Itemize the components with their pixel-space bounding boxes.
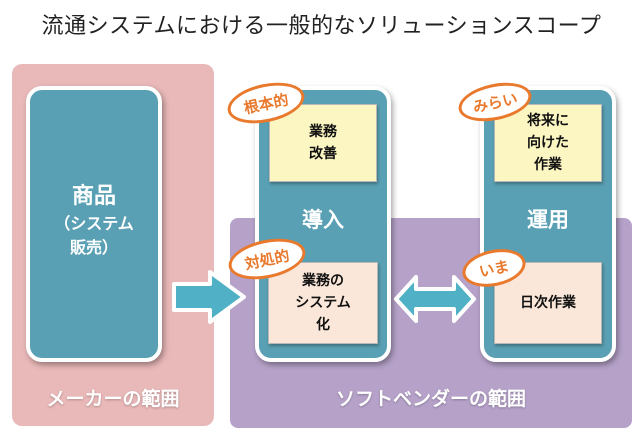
intro-top-note-line2: 改善 xyxy=(309,146,337,162)
intro-bottom-note-line2: システム xyxy=(295,295,351,311)
diagram-title: 流通システムにおける一般的なソリューションスコープ xyxy=(41,14,602,39)
ops-top-note-line2: 向けた xyxy=(527,135,569,151)
product-subtitle: （システム 販売） xyxy=(32,212,156,260)
right-arrow-icon xyxy=(172,270,246,324)
ops-column-title: 運用 xyxy=(527,208,569,232)
ops-top-note-line3: 作業 xyxy=(534,157,562,173)
product-title: 商品 xyxy=(71,184,116,209)
product-subtitle-line2: 販売） xyxy=(69,238,118,257)
maker-region-label: メーカーの範囲 xyxy=(46,388,180,410)
ops-bottom-note-text: 日次作業 xyxy=(520,295,576,311)
double-arrow-icon xyxy=(394,275,476,323)
ops-top-note-line1: 将来に xyxy=(527,113,569,129)
intro-bottom-note-line1: 業務の xyxy=(302,273,344,289)
product-subtitle-line1: （システム xyxy=(54,214,134,233)
intro-bottom-note: 業務の システム 化 xyxy=(268,262,378,344)
intro-top-note: 業務 改善 xyxy=(269,104,377,182)
intro-top-note-line1: 業務 xyxy=(309,124,337,140)
intro-column-title: 導入 xyxy=(302,208,344,232)
product-box xyxy=(26,86,162,362)
intro-bottom-note-line3: 化 xyxy=(316,317,330,333)
ops-top-note: 将来に 向けた 作業 xyxy=(494,104,602,182)
vendor-region-label: ソフトベンダーの範囲 xyxy=(335,388,526,410)
